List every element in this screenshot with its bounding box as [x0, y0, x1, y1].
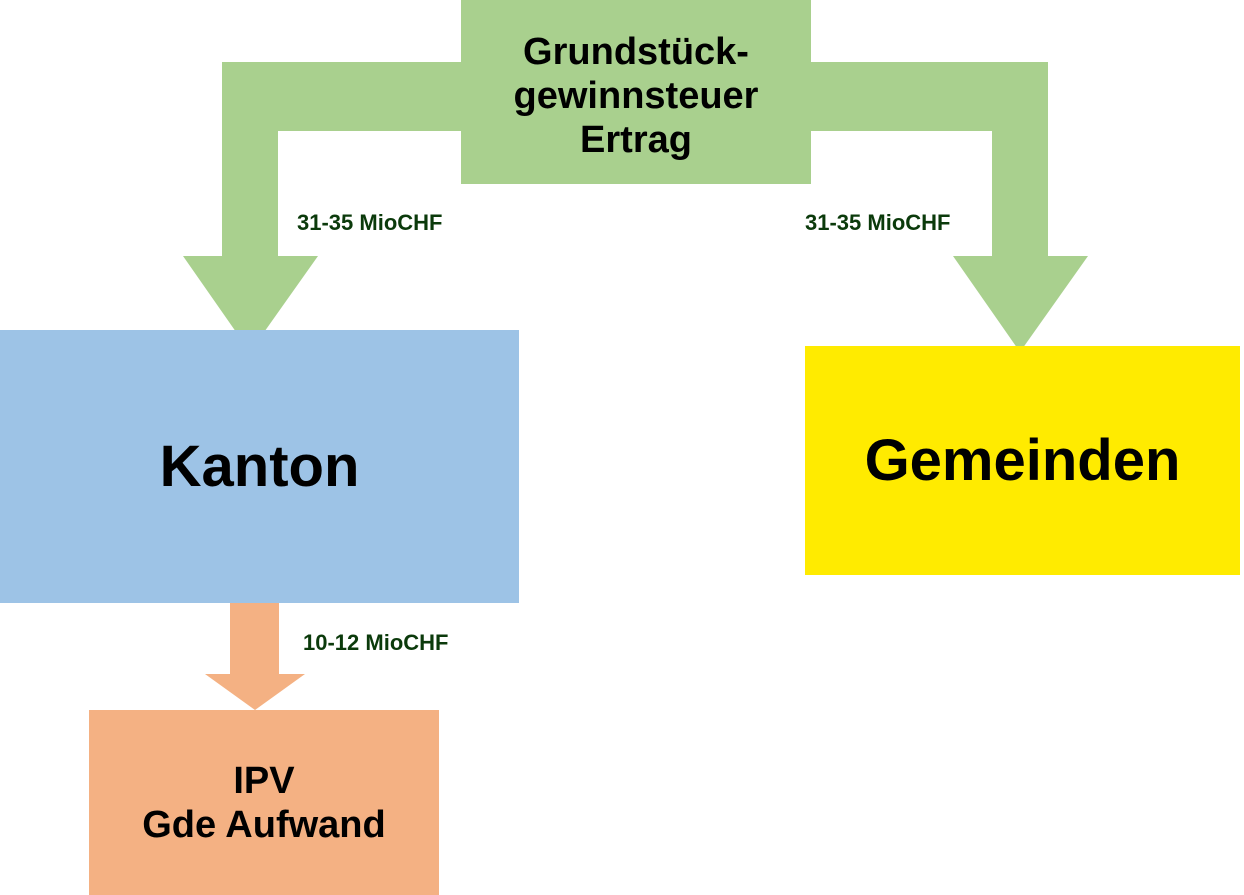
ipv-line-1: IPV	[233, 759, 295, 802]
flow-label-kanton: 31-35 MioCHF	[297, 210, 443, 235]
arrow-source-to-kanton	[183, 62, 461, 352]
ipv-box: IPV Gde Aufwand	[89, 710, 439, 895]
flow-label-gemeinden: 31-35 MioCHF	[805, 210, 951, 235]
source-box-grundstueckgewinnsteuer: Grundstück- gewinnsteuer Ertrag	[461, 0, 811, 184]
source-line-3: Ertrag	[580, 119, 692, 161]
arrow-source-to-gemeinden	[811, 62, 1088, 352]
kanton-box: Kanton	[0, 330, 519, 603]
arrow-kanton-to-ipv	[205, 603, 305, 710]
ipv-line-2: Gde Aufwand	[142, 803, 386, 846]
flow-label-ipv: 10-12 MioCHF	[303, 630, 449, 655]
source-line-1: Grundstück-	[523, 31, 749, 73]
kanton-label: Kanton	[159, 434, 360, 499]
gemeinden-label: Gemeinden	[864, 428, 1181, 493]
source-line-2: gewinnsteuer	[513, 75, 759, 117]
gemeinden-box: Gemeinden	[805, 346, 1240, 575]
